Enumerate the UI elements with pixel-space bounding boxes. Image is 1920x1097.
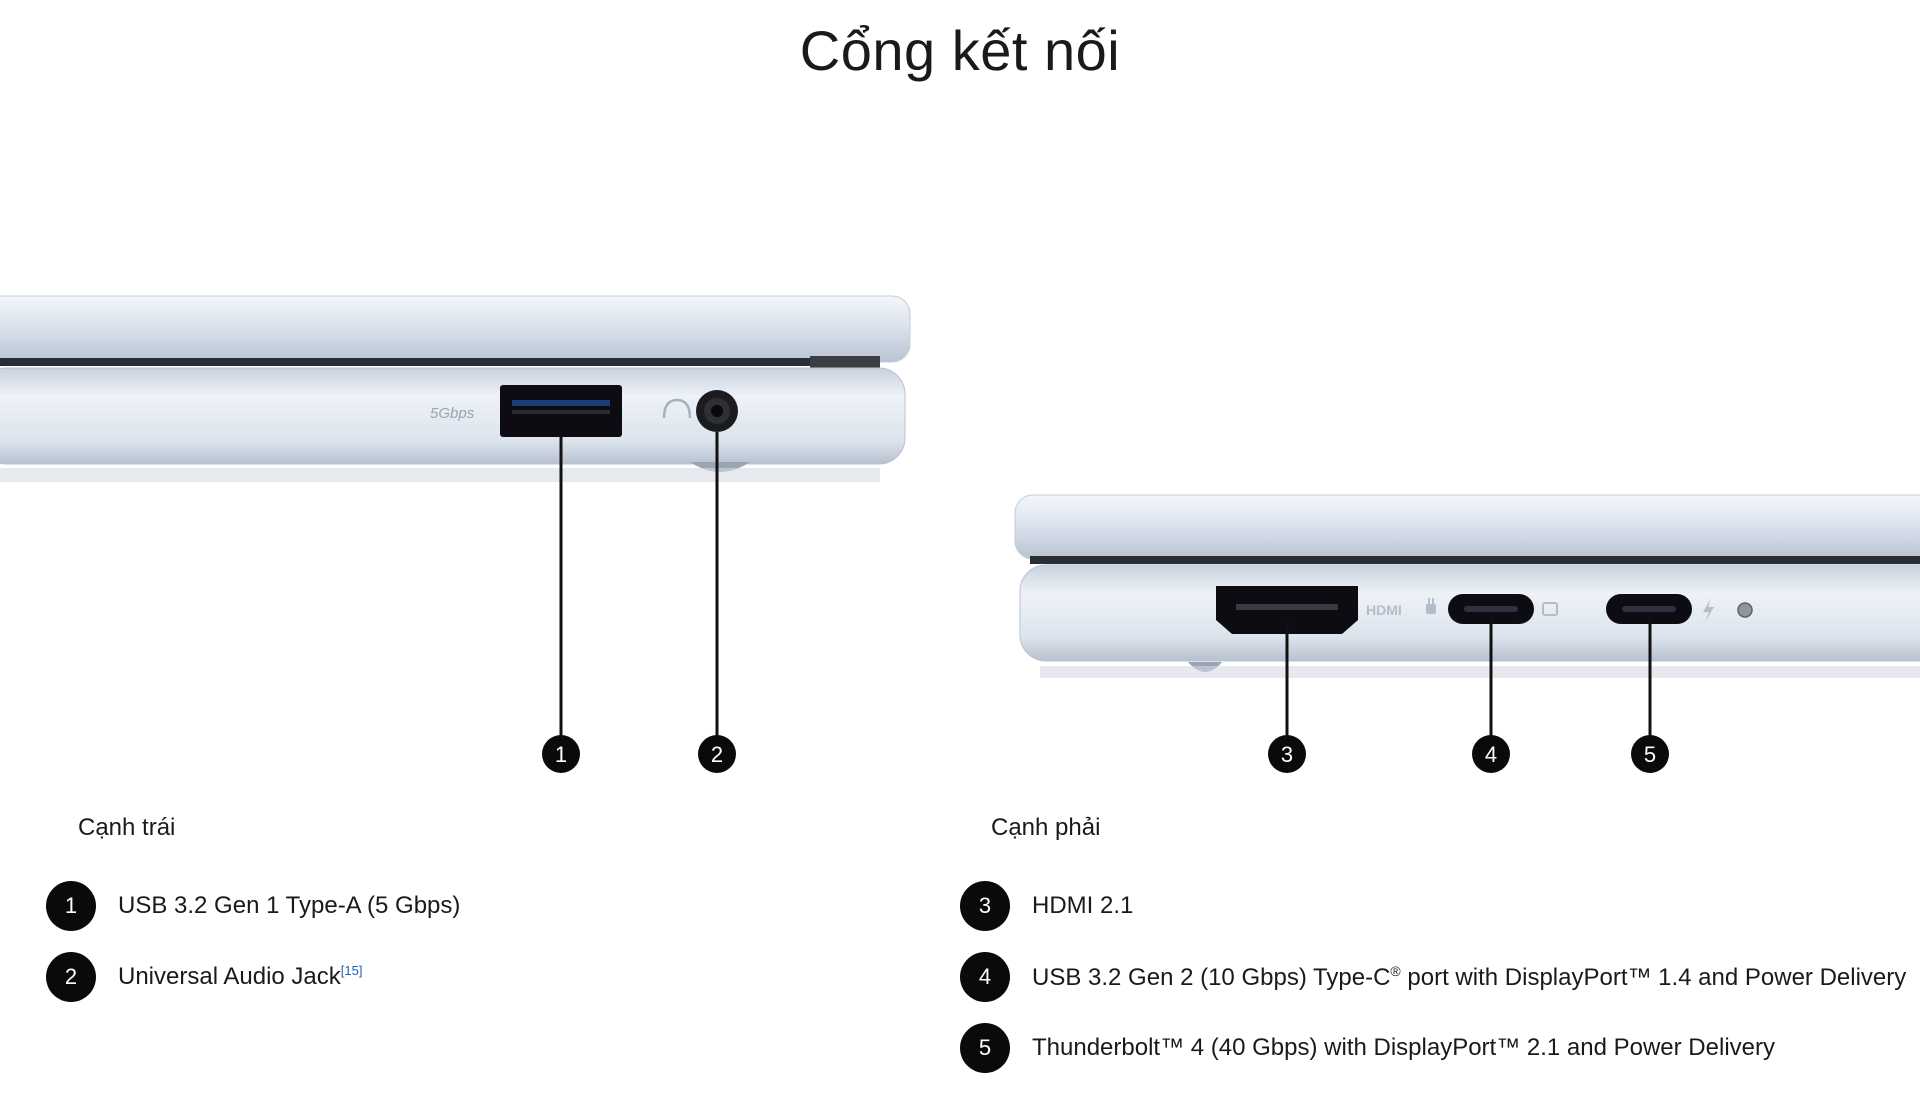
port-label: Universal Audio Jack[15] <box>118 963 362 991</box>
list-item: 2 Universal Audio Jack[15] <box>46 952 362 1002</box>
list-item: 4 USB 3.2 Gen 2 (10 Gbps) Type-C® port w… <box>960 952 1906 1002</box>
left-side-heading: Cạnh trái <box>78 814 176 841</box>
hdmi-engraving: HDMI <box>1366 602 1402 618</box>
svg-text:3: 3 <box>1281 742 1293 767</box>
list-item: 3 HDMI 2.1 <box>960 881 1133 931</box>
number-badge: 5 <box>960 1023 1010 1073</box>
status-led <box>1737 602 1753 618</box>
callout-1: 1 <box>542 735 580 773</box>
right-side-view: HDMI 3 <box>1014 494 1920 773</box>
left-side-view: 5Gbps 1 2 <box>0 295 911 773</box>
port-label: USB 3.2 Gen 2 (10 Gbps) Type-C® port wit… <box>1032 963 1906 992</box>
port-label: HDMI 2.1 <box>1032 892 1134 919</box>
usb-c-port <box>1448 594 1534 624</box>
svg-text:1: 1 <box>555 742 567 767</box>
svg-text:2: 2 <box>711 742 723 767</box>
usb-a-port <box>500 385 622 437</box>
thunderbolt-icon <box>1703 598 1714 622</box>
usb-speed-engraving: 5Gbps <box>430 405 475 422</box>
number-badge: 3 <box>960 881 1010 931</box>
headphone-icon <box>662 398 692 419</box>
list-item: 1 USB 3.2 Gen 1 Type-A (5 Gbps) <box>46 881 460 931</box>
thunderbolt-port <box>1606 594 1692 624</box>
port-label-text-a: USB 3.2 Gen 2 (10 Gbps) Type-C <box>1032 963 1391 991</box>
hdmi-port <box>1216 586 1358 634</box>
audio-jack-port <box>696 390 738 432</box>
port-label: Thunderbolt™ 4 (40 Gbps) with DisplayPor… <box>1032 1034 1775 1061</box>
svg-text:5: 5 <box>1644 742 1656 767</box>
port-label-text: Universal Audio Jack <box>118 963 341 990</box>
callout-5: 5 <box>1631 735 1669 773</box>
callout-3: 3 <box>1268 735 1306 773</box>
number-badge: 1 <box>46 881 96 931</box>
port-label: USB 3.2 Gen 1 Type-A (5 Gbps) <box>118 892 461 919</box>
right-side-heading: Cạnh phải <box>991 814 1101 841</box>
displayport-icon <box>1542 602 1558 616</box>
registered-mark: ® <box>1390 962 1401 979</box>
footnote-link[interactable]: [15] <box>340 963 363 978</box>
svg-text:4: 4 <box>1485 742 1497 767</box>
number-badge: 4 <box>960 952 1010 1002</box>
page-title: Cổng kết nối <box>799 19 1121 82</box>
port-label-text-b: port with DisplayPort™ 1.4 and Power Del… <box>1400 963 1907 991</box>
callout-2: 2 <box>698 735 736 773</box>
number-badge: 2 <box>46 952 96 1002</box>
list-item: 5 Thunderbolt™ 4 (40 Gbps) with DisplayP… <box>960 1023 1775 1073</box>
callout-4: 4 <box>1472 735 1510 773</box>
power-plug-icon <box>1426 598 1436 614</box>
